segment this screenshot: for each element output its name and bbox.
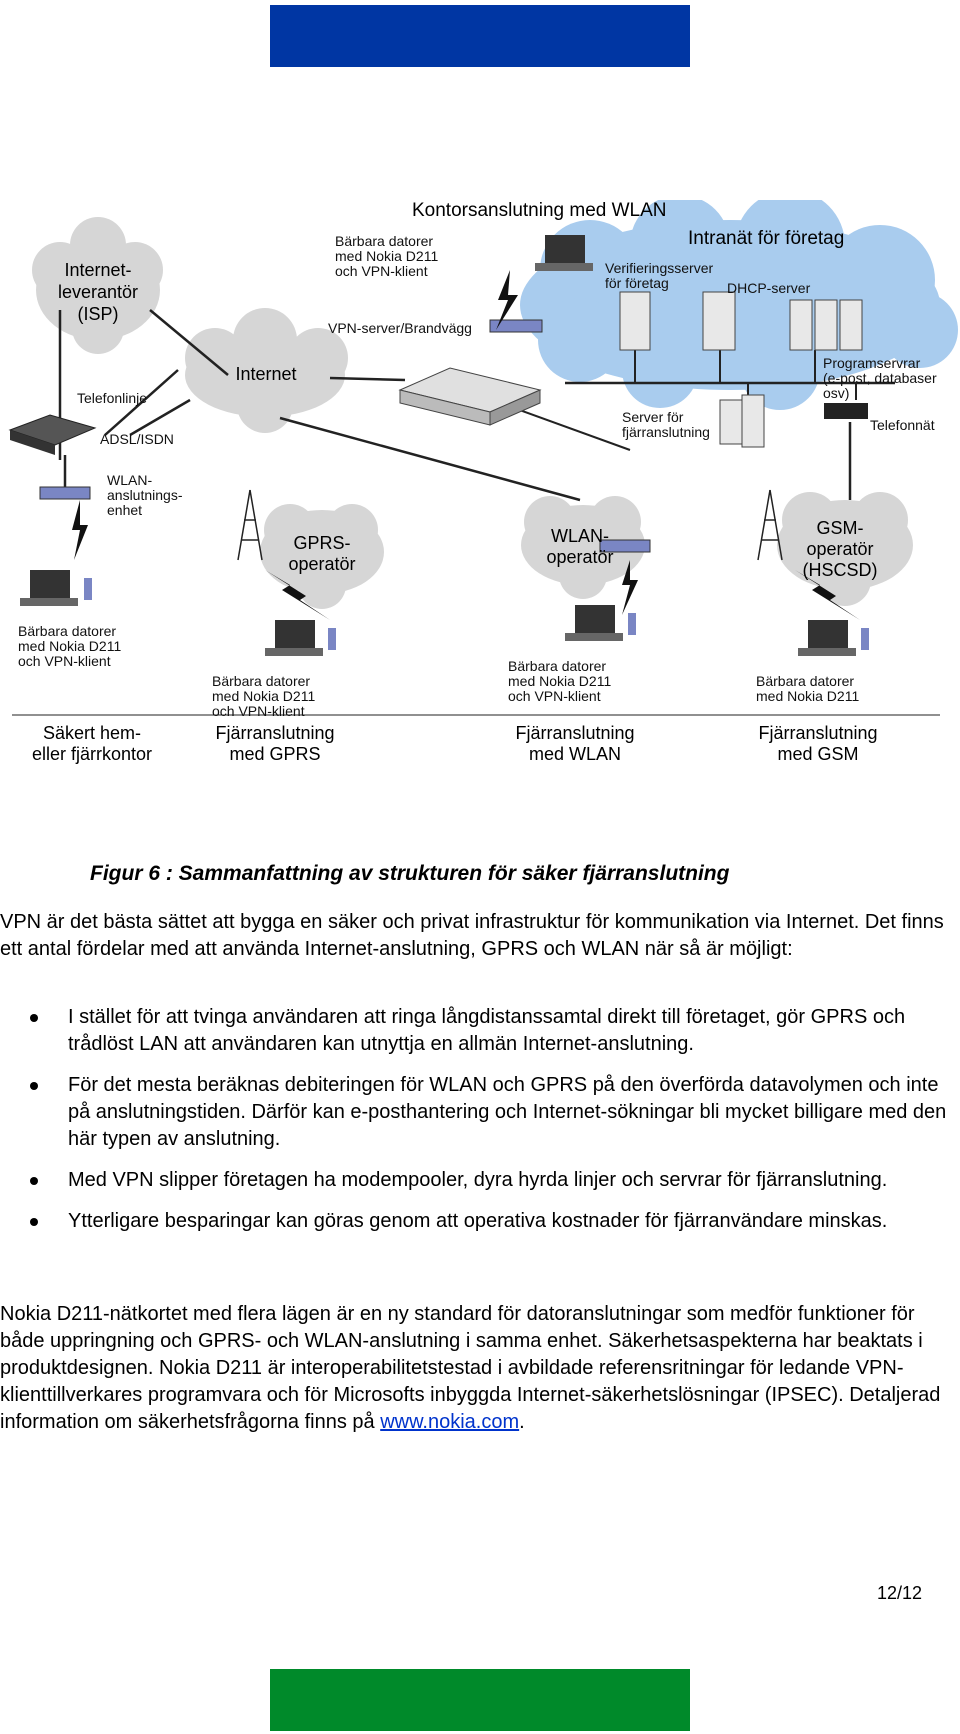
isp-cloud bbox=[32, 217, 163, 354]
gsm-operator-label: GSM-operatör(HSCSD) bbox=[803, 518, 878, 580]
page-number: 12/12 bbox=[876, 1583, 922, 1603]
wlan-operator-cloud bbox=[521, 496, 645, 599]
list-item: I stället för att tvinga användaren att … bbox=[0, 1004, 958, 1058]
list-item-text: Ytterligare besparingar kan göras genom … bbox=[68, 1210, 888, 1232]
verification-server-icon bbox=[619, 291, 651, 351]
list-item-text: I stället för att tvinga användaren att … bbox=[68, 1006, 906, 1055]
bottom-home-label: Säkert hem-eller fjärrkontor bbox=[32, 723, 152, 764]
dhcp-server-icon bbox=[702, 291, 736, 351]
adsl-label: ADSL/ISDN bbox=[100, 431, 174, 447]
gprs-laptop-icon bbox=[265, 620, 336, 656]
gsm-tower-icon bbox=[757, 489, 783, 561]
figure-caption: Figur 6 : Sammanfattning av strukturen f… bbox=[90, 862, 730, 885]
intro-paragraph: VPN är det bästa sättet att bygga en säk… bbox=[0, 911, 944, 960]
office-wlan-title: Kontorsanslutning med WLAN bbox=[412, 200, 667, 221]
internet-label: Internet bbox=[235, 364, 296, 384]
benefits-list: I stället för att tvinga användaren att … bbox=[0, 1004, 958, 1249]
gsm-laptop-icon bbox=[798, 620, 869, 656]
bullet-icon bbox=[30, 1218, 38, 1226]
bullet-icon bbox=[30, 1014, 38, 1022]
home-laptop-icon bbox=[20, 570, 92, 606]
dhcp-server-label: DHCP-server bbox=[727, 280, 811, 296]
internet-cloud bbox=[185, 308, 348, 433]
nokia-link[interactable]: www.nokia.com bbox=[380, 1411, 520, 1433]
wlan-operator-ap-icon bbox=[599, 539, 651, 553]
bullet-icon bbox=[30, 1082, 38, 1090]
bottom-color-bar bbox=[270, 1669, 690, 1731]
isp-label: Internet-leverantör(ISP) bbox=[58, 260, 138, 324]
remote-server-icon bbox=[719, 394, 765, 448]
office-laptop-icon bbox=[535, 235, 593, 271]
intranet-label: Intranät för företag bbox=[688, 228, 844, 249]
vpn-firewall-icon bbox=[398, 367, 542, 426]
outro-end: . bbox=[519, 1411, 525, 1433]
list-item: För det mesta beräknas debiteringen för … bbox=[0, 1072, 958, 1153]
phone-line-label: Telefonlinje bbox=[77, 390, 147, 406]
wlan-operator-label: WLAN-operatör bbox=[546, 526, 613, 567]
server-drops bbox=[634, 350, 857, 400]
wlan-laptop-icon bbox=[565, 605, 636, 641]
office-access-point-icon bbox=[489, 319, 543, 333]
top-color-bar bbox=[270, 5, 690, 67]
telephone-network-icon bbox=[824, 403, 868, 419]
list-item-text: Med VPN slipper företagen ha modempooler… bbox=[68, 1169, 888, 1191]
gsm-cloud bbox=[777, 492, 913, 606]
list-item-text: För det mesta beräknas debiteringen för … bbox=[68, 1074, 947, 1150]
wlan-unit-label: WLAN-anslutnings-enhet bbox=[107, 472, 183, 518]
gprs-operator-label: GPRS-operatör bbox=[288, 533, 355, 574]
wlan-unit-icon bbox=[39, 486, 91, 500]
list-item: Ytterligare besparingar kan göras genom … bbox=[0, 1208, 958, 1235]
outro-text: Nokia D211-nätkortet med flera lägen är … bbox=[0, 1303, 941, 1433]
list-item: Med VPN slipper företagen ha modempooler… bbox=[0, 1167, 958, 1194]
wireless-bolts bbox=[72, 270, 860, 620]
program-servers-icon bbox=[789, 299, 863, 351]
vpn-server-label: VPN-server/Brandvägg bbox=[328, 320, 472, 336]
gprs-cloud bbox=[260, 504, 384, 609]
adsl-modem-icon bbox=[8, 414, 97, 455]
gprs-tower-icon bbox=[237, 489, 263, 561]
outro-paragraph: Nokia D211-nätkortet med flera lägen är … bbox=[0, 1301, 958, 1436]
network-diagram: Kontorsanslutning med WLAN Intranät för … bbox=[8, 200, 958, 764]
telephone-network-label: Telefonnät bbox=[870, 417, 935, 433]
bullet-icon bbox=[30, 1177, 38, 1185]
